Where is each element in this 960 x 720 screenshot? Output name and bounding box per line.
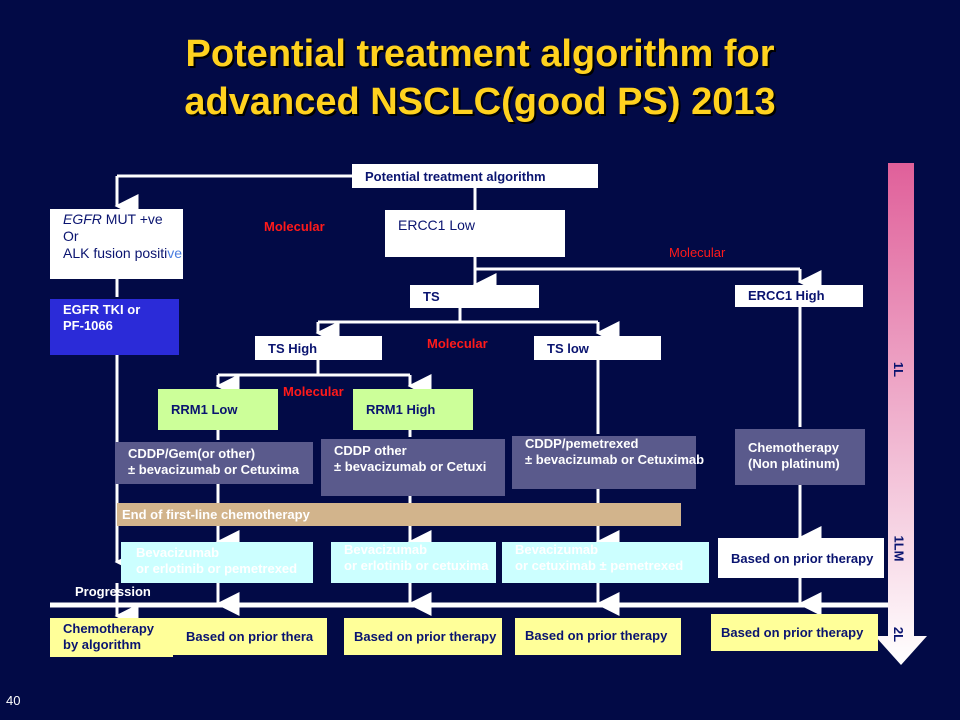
- molecular-label-3: Molecular: [427, 336, 488, 351]
- node-rrm1-high: RRM1 High: [353, 389, 473, 430]
- node-based-prior-3: Based on prior therapy: [515, 618, 681, 655]
- node-end-first-line: End of first-line chemotherapy: [117, 503, 681, 526]
- node-based-prior-1: Based on prior thera: [173, 618, 327, 655]
- node-root: Potential treatment algorithm: [352, 164, 598, 188]
- phase-label-1lm: 1LM: [891, 535, 907, 562]
- node-ercc1-high: ERCC1 High: [735, 285, 863, 307]
- phase-arrow: [875, 163, 927, 665]
- node-chemo-non-platinum: Chemotherapy (Non platinum): [735, 429, 865, 485]
- node-rrm1-low: RRM1 Low: [158, 389, 278, 430]
- node-ts: TS: [410, 285, 539, 308]
- molecular-label-2: Molecular: [669, 245, 726, 260]
- title-line-1: Potential treatment algorithm for: [185, 33, 775, 75]
- page-number: 40: [6, 693, 21, 708]
- phase-label-1l: 1L: [891, 361, 907, 378]
- phase-label-2l: 2L: [891, 626, 907, 643]
- node-based-prior-4: Based on prior therapy: [711, 614, 878, 651]
- node-chemo-by-algorithm: Chemotherapy by algorithm: [50, 618, 173, 657]
- slide-title: Potential treatment algorithm for advanc…: [0, 30, 960, 126]
- molecular-label-1: Molecular: [264, 219, 325, 234]
- node-maint-1: Bevacizumab or erlotinib or pemetrexed: [121, 542, 313, 583]
- node-cddp-gem: CDDP/Gem(or other) ± bevacizumab or Cetu…: [115, 442, 313, 484]
- molecular-label-4: Molecular: [283, 384, 344, 399]
- progression-label: Progression: [75, 584, 151, 599]
- node-maint-3: Bevacizumab or cetuximab ± pemetrexed: [502, 542, 709, 583]
- node-egfr-mut: EGFR MUT +ve Or ALK fusion positive: [50, 209, 183, 279]
- node-egfr-tki: EGFR TKI or PF-1066: [50, 299, 179, 355]
- node-maint-2: Bevacizumab or erlotinib or cetuxima: [331, 542, 496, 583]
- node-cddp-pem: CDDP/pemetrexed ± bevacizumab or Cetuxim…: [512, 436, 704, 489]
- title-line-2: advanced NSCLC(good PS) 2013: [184, 81, 776, 123]
- node-ercc1-low: ERCC1 Low: [385, 210, 565, 257]
- node-based-prior-maint: Based on prior therapy: [718, 538, 884, 578]
- egfr-italic: EGFR: [63, 211, 102, 227]
- node-ts-low: TS low: [534, 336, 661, 360]
- node-based-prior-2: Based on prior therapy: [344, 618, 502, 655]
- node-ts-high: TS High: [255, 336, 382, 360]
- node-cddp-other: CDDP other ± bevacizumab or Cetuxi: [321, 439, 505, 496]
